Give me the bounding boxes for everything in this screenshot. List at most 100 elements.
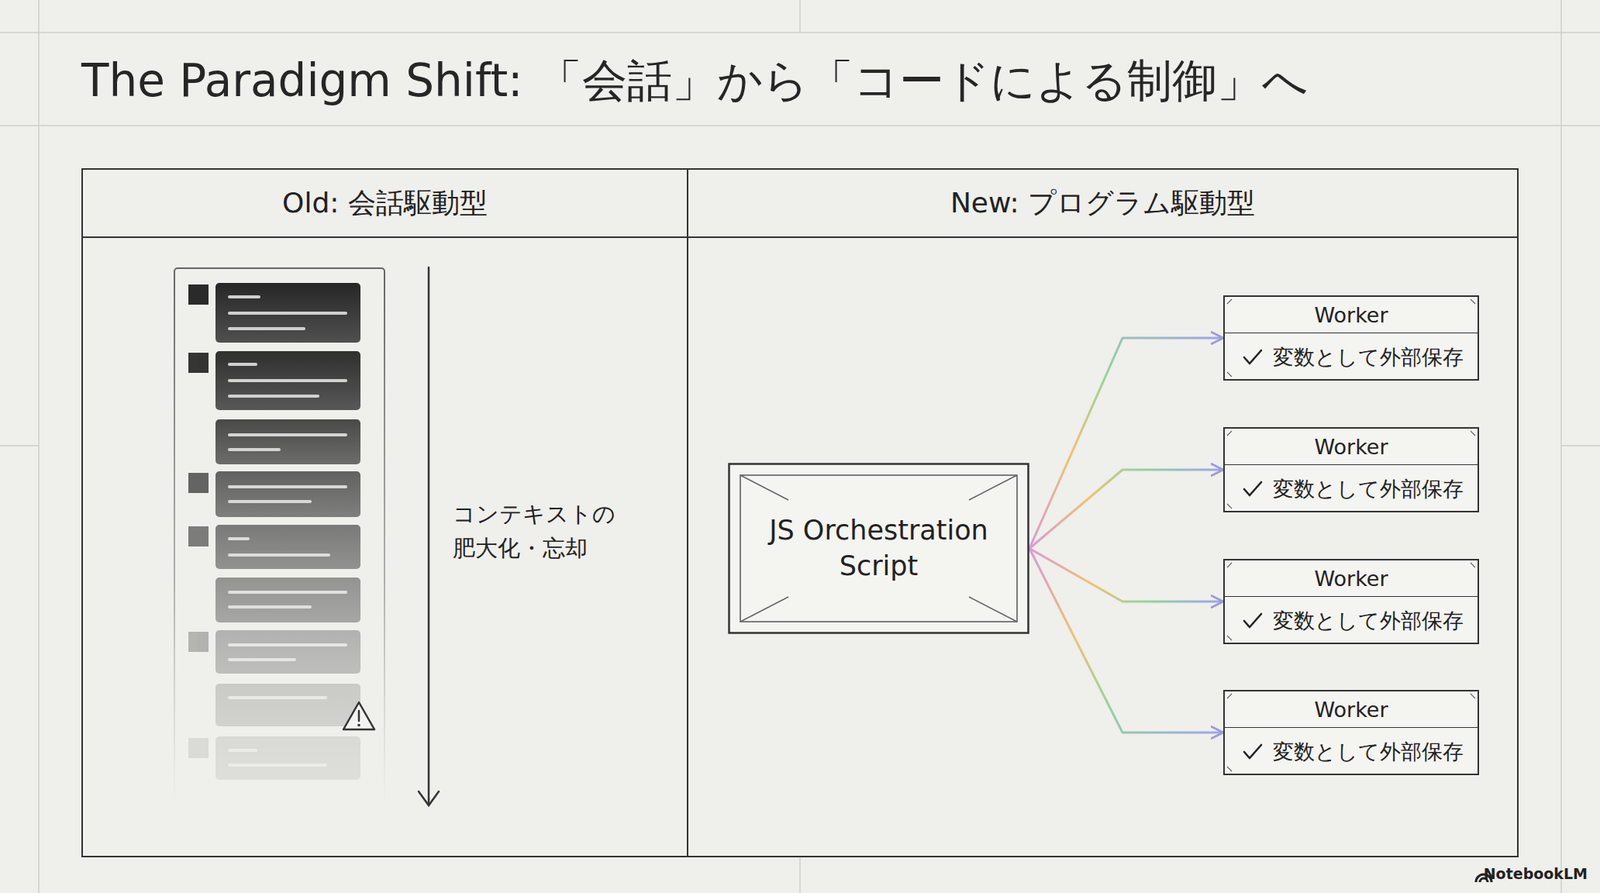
chat-bubble: [215, 577, 361, 623]
chat-message: [215, 683, 361, 727]
chat-message: [215, 419, 361, 465]
text-lines: [229, 644, 346, 660]
chat-message: [188, 736, 361, 780]
worker-body: 変数として外部保存: [1224, 333, 1478, 382]
worker-box: Worker 変数として外部保存: [1223, 295, 1480, 381]
column-heading: New: プログラム駆動型: [950, 184, 1256, 223]
corner-tick: [1227, 693, 1476, 772]
worker-note: 変数として外部保存: [1272, 343, 1464, 372]
worker-header: Worker: [1224, 296, 1478, 334]
check-mark: [1241, 479, 1264, 500]
chat-message: [188, 471, 361, 518]
grid-line: [1561, 444, 1600, 447]
chat-bubble: [215, 282, 361, 343]
text-lines: [229, 696, 326, 700]
check-stroke: [1244, 482, 1262, 496]
warning-bar: [358, 710, 361, 721]
text-lines: [229, 434, 346, 450]
chat-message: [215, 577, 361, 623]
outer-frame: [729, 464, 1029, 634]
column-heading: Old: 会話駆動型: [282, 184, 488, 223]
worker-header: Worker: [1224, 428, 1478, 466]
worker-title: Worker: [1313, 697, 1388, 722]
chat-bubble: [215, 683, 361, 727]
arrow-shaft: [427, 267, 431, 805]
corner-tick: [1227, 299, 1476, 377]
chat-message: [188, 524, 361, 569]
watermark: NotebookLM: [1483, 865, 1588, 883]
avatar: [188, 352, 209, 373]
check-stroke: [1244, 350, 1262, 364]
worker-header: Worker: [1224, 560, 1478, 597]
corner-line: [968, 596, 1018, 622]
chat-bubble: [215, 419, 361, 465]
grid-line: [799, 0, 801, 33]
arrow-head: [418, 791, 439, 806]
chat-message: [188, 351, 361, 411]
chat-bubble: [215, 524, 361, 569]
connector-arrow: [1029, 469, 1224, 549]
worker-header: Worker: [1224, 691, 1478, 728]
script-label: JS Orchestration Script: [727, 513, 1030, 584]
text-lines: [229, 538, 329, 556]
warning-triangle: [343, 702, 375, 730]
avatar: [188, 284, 209, 305]
grid-line: [0, 124, 1600, 127]
corner-tick: [1227, 562, 1476, 641]
corner-line: [968, 475, 1018, 500]
corner-line: [740, 475, 789, 500]
avatar: [188, 737, 209, 759]
worker-box: Worker 変数として外部保存: [1223, 427, 1480, 513]
avatar: [188, 526, 209, 547]
script-frame: [727, 462, 1030, 635]
worker-title: Worker: [1313, 303, 1388, 328]
connector-arrow: [1029, 548, 1224, 603]
corner-tick: [1227, 431, 1476, 509]
worker-box: Worker 変数として外部保存: [1223, 558, 1480, 645]
worker-title: Worker: [1313, 566, 1388, 591]
text-lines: [229, 750, 326, 766]
connector-arrow: [1029, 337, 1224, 549]
chat-window: [174, 268, 385, 807]
check-mark: [1241, 741, 1264, 763]
column-header: Old: 会話駆動型: [82, 169, 687, 238]
warning-dot: [357, 724, 361, 728]
worker-box: Worker 変数として外部保存: [1223, 689, 1480, 776]
check-stroke: [1244, 613, 1262, 628]
text-lines: [229, 486, 346, 502]
context-note: コンテキストの 肥大化・忘却: [452, 497, 624, 566]
text-lines: [229, 296, 346, 329]
warning-icon: [343, 702, 375, 730]
column-panel: New: プログラム駆動型JS Orchestration ScriptWork…: [686, 168, 1519, 858]
chat-bubble: [215, 471, 361, 518]
corner-line: [740, 596, 789, 622]
orchestration-box: JS Orchestration Script: [727, 462, 1030, 635]
column-header: New: プログラム駆動型: [688, 169, 1518, 238]
chat-bubble: [215, 351, 361, 411]
grid-line: [1560, 0, 1563, 893]
worker-note: 変数として外部保存: [1272, 475, 1464, 504]
check-stroke: [1244, 744, 1262, 759]
worker-note: 変数として外部保存: [1272, 737, 1464, 766]
chat-bubble: [215, 736, 361, 780]
chat-message: [188, 282, 361, 343]
title: The Paradigm Shift: 「会話」から「コードによる制御」へ: [81, 54, 1308, 109]
chat-bubble: [215, 630, 361, 674]
avatar: [188, 631, 209, 652]
chat-message: [188, 630, 361, 674]
check-mark: [1241, 347, 1264, 368]
connector-arrow: [1029, 548, 1224, 734]
grid-line: [799, 857, 801, 893]
text-lines: [229, 364, 346, 397]
text-lines: [229, 592, 346, 607]
check-mark: [1241, 610, 1264, 632]
chat-bubbles: [188, 282, 361, 780]
worker-body: 変数として外部保存: [1224, 465, 1478, 514]
avatar: [188, 472, 209, 494]
worker-title: Worker: [1313, 434, 1388, 459]
grid-line: [37, 0, 40, 893]
worker-body: 変数として外部保存: [1224, 596, 1478, 645]
grid-line: [0, 444, 39, 447]
